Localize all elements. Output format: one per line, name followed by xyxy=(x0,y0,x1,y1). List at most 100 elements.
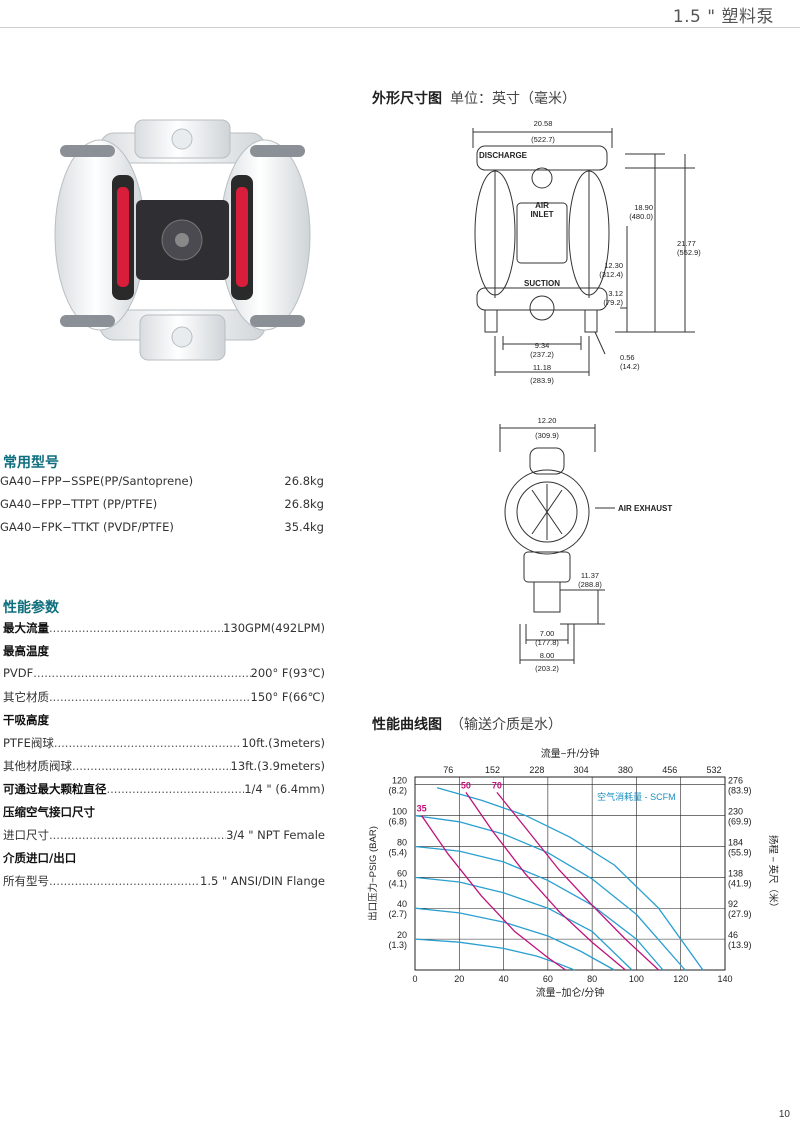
dim-9-34: 9.34 xyxy=(535,341,550,350)
air-consumption-curve xyxy=(465,792,626,971)
spec-media-head: 介质进口/出口 xyxy=(3,851,77,865)
discharge-label: DISCHARGE xyxy=(479,151,528,160)
y-tick-m: (69.9) xyxy=(728,817,752,827)
x-top-tick-label: 456 xyxy=(662,765,677,775)
y-axis-label: 出口压力−PSIG (BAR) xyxy=(367,826,379,921)
model-row: GA40−FPP−TTPT (PP/PTFE)26.8kg xyxy=(0,497,324,511)
x-tick-label: 120 xyxy=(673,974,688,984)
y-tick-ft: 138 xyxy=(728,868,743,878)
spec-all-models: 所有型号1.5 " ANSI/DIN Flange xyxy=(3,873,325,889)
dim-11-18: 11.18 xyxy=(533,363,551,372)
air-consumption-curve xyxy=(496,791,660,971)
dim-7-00: 7.00 xyxy=(540,629,555,638)
y-tick-ft: 92 xyxy=(728,899,738,909)
pressure-curve xyxy=(414,907,615,971)
air-inlet-label-1: AIR xyxy=(535,201,549,210)
front-dimension-drawing: 20.58 (522.7) DISCHARGE AIR INLET SUCTIO… xyxy=(472,119,701,385)
spec-dry-lift-head: 干吸高度 xyxy=(3,713,49,727)
y-tick-m: (27.9) xyxy=(728,909,752,919)
x-tick-label: 40 xyxy=(499,974,509,984)
y-tick-psi: 40 xyxy=(397,899,407,909)
air-curve-label: 35 xyxy=(417,804,427,814)
pressure-curve xyxy=(414,938,575,971)
y-tick-psi: 60 xyxy=(397,868,407,878)
dim-11-37: 11.37 xyxy=(581,571,599,580)
x-top-tick-label: 228 xyxy=(529,765,544,775)
spec-pvdf: PVDF200° F(93℃) xyxy=(3,666,325,680)
x-tick-label: 100 xyxy=(629,974,644,984)
x-top-axis-label: 流量−升/分钟 xyxy=(541,747,600,760)
pressure-curve xyxy=(414,876,633,971)
pump-photo xyxy=(54,119,311,361)
pressure-curve xyxy=(414,845,664,971)
x-top-tick-label: 76 xyxy=(443,765,453,775)
y-tick-m: (55.9) xyxy=(728,847,752,857)
x-tick-label: 80 xyxy=(587,974,597,984)
y-tick-ft: 46 xyxy=(728,930,738,940)
y-tick-m: (41.9) xyxy=(728,878,752,888)
y-tick-ft: 230 xyxy=(728,807,743,817)
air-exhaust-label: AIR EXHAUST xyxy=(618,504,672,513)
air-consumption-curve xyxy=(421,815,566,971)
air-inlet-label-2: INLET xyxy=(530,210,553,219)
y-tick-psi: 20 xyxy=(397,930,407,940)
chart-frame xyxy=(414,776,726,971)
dim-21-77: 21.77 xyxy=(677,239,696,248)
dim-11-18-mm: (283.9) xyxy=(530,376,554,385)
x-tick-label: 140 xyxy=(717,974,732,984)
dim-18-90: 18.90 xyxy=(634,203,653,212)
dimensions-title: 外形尺寸图单位：英寸（毫米） xyxy=(372,91,576,107)
dim-21-77-mm: (552.9) xyxy=(677,248,701,257)
spec-other-ball: 其他材质阀球13ft.(3.9meters) xyxy=(3,758,325,774)
spec-ptfe-ball: PTFE阀球10ft.(3meters) xyxy=(3,735,325,751)
dim-8-00: 8.00 xyxy=(540,651,555,660)
dim-12-20-mm: (309.9) xyxy=(535,431,559,440)
spec-max-flow: 最大流量130GPM(492LPM) xyxy=(3,620,325,636)
y-tick-psi: 80 xyxy=(397,837,407,847)
suction-label: SUCTION xyxy=(524,279,560,288)
air-curve-label: 70 xyxy=(492,780,502,790)
models-title: 常用型号 xyxy=(3,455,59,471)
spec-max-particle: 可通过最大颗粒直径1/4 " (6.4mm) xyxy=(3,781,325,797)
y-tick-bar: (6.8) xyxy=(388,817,407,827)
y-tick-psi: 120 xyxy=(392,776,407,786)
dim-3-12: 3.12 xyxy=(608,289,623,298)
dim-18-90-mm: (480.0) xyxy=(629,212,653,221)
header-divider xyxy=(0,27,800,28)
dim-0-56-mm: (14.2) xyxy=(620,362,640,371)
y-tick-psi: 100 xyxy=(392,807,407,817)
y-tick-bar: (4.1) xyxy=(388,878,407,888)
curve-title: 性能曲线图（输送介质是水） xyxy=(372,717,562,733)
air-curve-label: 50 xyxy=(461,780,471,790)
x-axis-label: 流量−加仑/分钟 xyxy=(536,986,605,999)
dim-12-20: 12.20 xyxy=(538,416,557,425)
legend-label: 空气消耗量 - SCFM xyxy=(597,791,676,802)
page-number: 10 xyxy=(778,1109,790,1120)
y-tick-bar: (2.7) xyxy=(388,909,407,919)
spec-inlet-size: 进口尺寸3/4 " NPT Female xyxy=(3,827,325,843)
x-top-tick-label: 152 xyxy=(485,765,500,775)
dim-9-34-mm: (237.2) xyxy=(530,350,554,359)
x-tick-label: 20 xyxy=(454,974,464,984)
dim-7-00-mm: (177.8) xyxy=(535,638,559,647)
dim-20-58: 20.58 xyxy=(534,119,553,128)
y-tick-bar: (1.3) xyxy=(388,940,407,950)
pressure-curve xyxy=(414,814,686,971)
pressure-curve xyxy=(436,787,704,971)
dim-3-12-mm: (79.2) xyxy=(603,298,623,307)
spec-other-material: 其它材质150° F(66℃) xyxy=(3,689,325,705)
model-row: GA40−FPP−SSPE(PP/Santoprene)26.8kg xyxy=(0,474,324,488)
x-tick-label: 60 xyxy=(543,974,553,984)
dim-0-56: 0.56 xyxy=(620,353,635,362)
performance-title: 性能参数 xyxy=(3,600,59,616)
y-tick-ft: 184 xyxy=(728,837,743,847)
spec-max-temp-head: 最高温度 xyxy=(3,644,49,658)
y-tick-bar: (5.4) xyxy=(388,847,407,857)
y-tick-m: (13.9) xyxy=(728,940,752,950)
dim-11-37-mm: (288.8) xyxy=(578,580,602,589)
spec-air-inlet-head: 压缩空气接口尺寸 xyxy=(3,805,95,819)
x-top-tick-label: 304 xyxy=(574,765,589,775)
dim-8-00-mm: (203.2) xyxy=(535,664,559,673)
curve-subtitle: （输送介质是水） xyxy=(450,717,562,733)
